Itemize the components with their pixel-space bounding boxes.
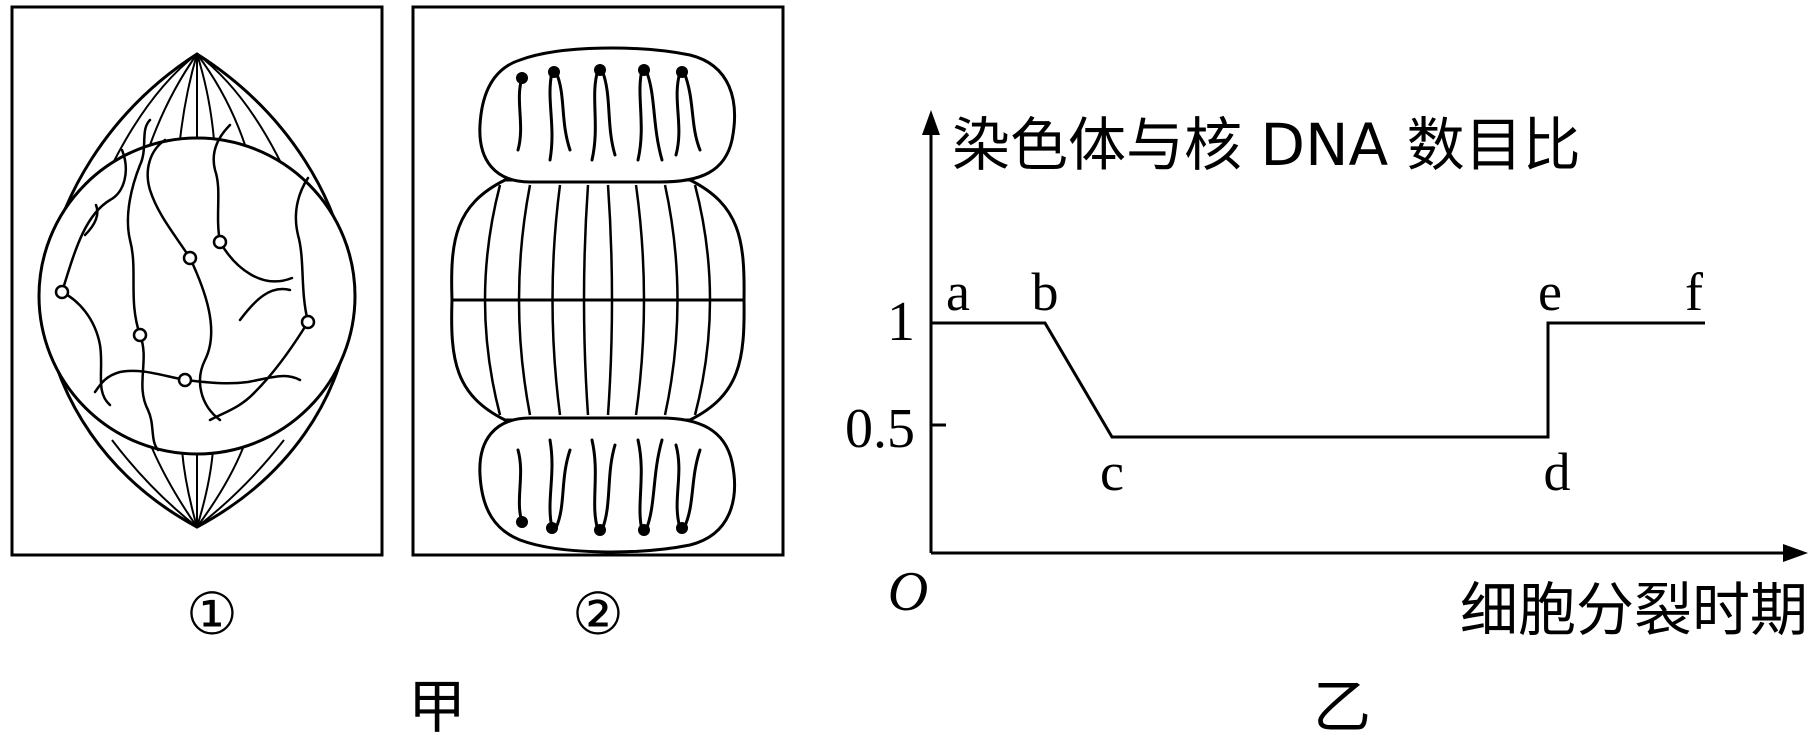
point-label-f: f: [1685, 262, 1703, 322]
point-label-c: c: [1100, 442, 1124, 502]
panel-1-frame: [10, 5, 384, 557]
point-label-b: b: [1032, 262, 1059, 322]
figure-yi-label: 乙: [1313, 673, 1371, 741]
figure-jia-label: 甲: [408, 673, 466, 741]
x-axis-arrow: [1783, 544, 1808, 562]
panel-2-frame: [411, 5, 785, 557]
chromosomes: [60, 118, 310, 452]
spindle-fibers-middle: [483, 184, 712, 416]
point-label-d: d: [1544, 442, 1571, 502]
panel-1-label: ①: [186, 580, 238, 648]
y-tick-label-1: 1: [887, 291, 915, 353]
x-axis-label: 细胞分裂时期: [1460, 576, 1808, 644]
centromeres: [54, 234, 316, 388]
y-axis-label: 染色体与核 DNA 数目比: [952, 111, 1581, 179]
point-label-a: a: [946, 262, 970, 322]
panel-2-cell-diagram: [411, 5, 785, 557]
spindle-fibers-top: [111, 53, 283, 166]
panel-2-label: ②: [572, 580, 624, 648]
top-chromosomes: [516, 68, 702, 162]
y-axis-arrow: [922, 110, 940, 135]
spindle-fibers-bottom: [111, 439, 285, 528]
nuclear-envelope: [37, 136, 357, 456]
origin-label: O: [888, 561, 928, 623]
bottom-centromeres: [516, 516, 688, 536]
bottom-daughter-cell: [478, 416, 737, 554]
bottom-chromosomes: [516, 438, 702, 532]
panel-1-cell-diagram: [10, 5, 384, 557]
y-tick-label-0-5: 0.5: [845, 398, 915, 460]
top-daughter-cell: [478, 46, 737, 184]
top-centromeres: [516, 64, 688, 84]
ratio-series-line: [931, 321, 1705, 439]
ratio-line-chart: 染色体与核 DNA 数目比 细胞分裂时期 O 1 0.5 a b c d e f: [845, 110, 1808, 644]
point-label-e: e: [1538, 262, 1562, 322]
